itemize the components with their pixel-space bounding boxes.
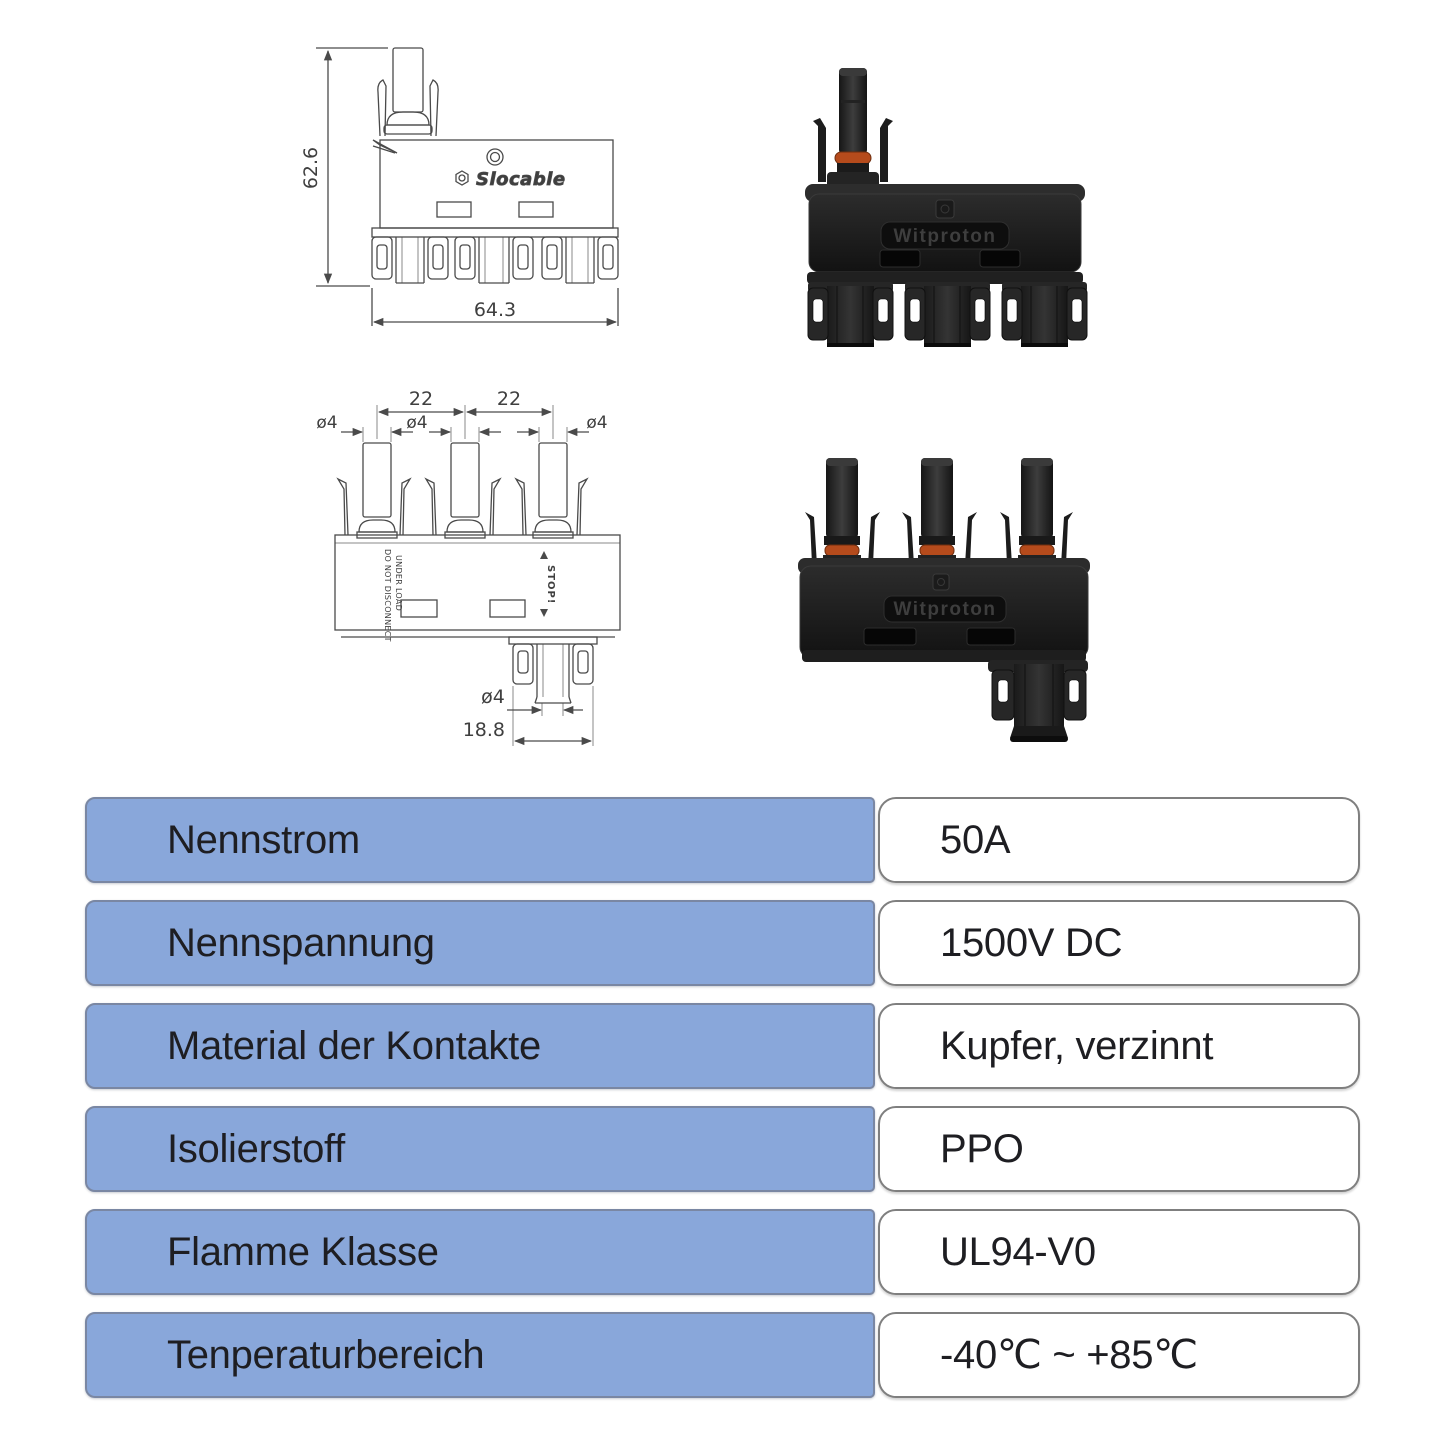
connector-outline-side: Slocable [371,47,619,284]
spec-label-cell: Flamme Klasse [85,1209,875,1295]
spec-label-cell: Material der Kontakte [85,1003,875,1089]
pin-dia-1-label: ø4 [316,413,337,433]
spec-row-temperaturbereich: Tenperaturbereich -40℃ ~ +85℃ [85,1312,1360,1398]
female-socket [988,660,1088,742]
latch-arm-left [813,118,826,182]
product-photo-3to1-connector: Witproton [798,458,1090,742]
connector-body: Witproton [798,558,1090,662]
spec-label: Nennstrom [167,817,360,862]
connector-outline-front: DO NOT DISCONNECT UNDER LOAD STOP! [334,442,621,704]
socket-width-label: 18.8 [463,719,505,741]
spec-label-cell: Tenperaturbereich [85,1312,875,1398]
spec-value-cell: UL94-V0 [878,1209,1360,1295]
stop-arrow-up-icon [540,551,548,559]
spec-row-nennspannung: Nennspannung 1500V DC [85,900,1360,986]
spec-value: 50A [940,817,1011,862]
spec-label-cell: Nennspannung [85,900,875,986]
stop-label: STOP! [545,565,556,604]
dimension-width: 64.3 [371,288,619,327]
spec-row-flammeklasse: Flamme Klasse UL94-V0 [85,1209,1360,1295]
technical-drawing-side-view: Slocable [300,47,619,327]
spec-value: UL94-V0 [940,1229,1096,1274]
socket-row-outline [371,236,619,284]
spec-label-cell: Isolierstoff [85,1106,875,1192]
spec-label: Nennspannung [167,920,435,965]
witproton-logo-mark [932,573,950,591]
spec-label: Flamme Klasse [167,1229,439,1274]
spec-label: Tenperaturbereich [167,1332,485,1377]
stop-arrow-down-icon [540,609,548,617]
pitch-dimensions: 22 22 [376,388,554,439]
spec-value-cell: Kupfer, verzinnt [878,1003,1360,1089]
slocable-brand-text: Slocable [476,169,566,190]
product-photo-1to3-connector: Witproton [805,68,1088,347]
spec-value: -40℃ ~ +85℃ [940,1333,1198,1377]
latch-arm-right [880,118,893,182]
dimension-height: 62.6 [300,47,388,287]
warning-text-line1: DO NOT DISCONNECT [383,549,392,642]
spec-value-cell: 1500V DC [878,900,1360,986]
female-sockets [807,282,1088,347]
spec-row-material: Material der Kontakte Kupfer, verzinnt [85,1003,1360,1089]
pin-dia-2-label: ø4 [406,413,427,433]
socket-width-dimension: 18.8 [463,686,594,746]
pin-dia-3-label: ø4 [586,413,607,433]
tuv-mark-icon [486,148,504,166]
spec-value: PPO [940,1126,1024,1171]
spec-value-cell: -40℃ ~ +85℃ [878,1312,1360,1398]
spec-label-cell: Nennstrom [85,797,875,883]
spec-value: 1500V DC [940,920,1123,965]
height-dim-label: 62.6 [300,147,322,189]
spec-value-cell: 50A [878,797,1360,883]
male-pin [834,68,872,175]
socket-dia-label: ø4 [481,686,505,708]
connector-body: Witproton [805,172,1085,284]
pin-diameter-dimensions: ø4 ø4 ø4 [316,413,608,442]
witproton-logo-mark [935,199,955,219]
slocable-logo-icon [455,170,469,186]
spec-value: Kupfer, verzinnt [940,1023,1214,1068]
latch-spikes [805,512,1073,565]
pitch-dim-1-label: 22 [409,388,433,410]
spec-row-nennstrom: Nennstrom 50A [85,797,1360,883]
witproton-brand-text: Witproton [893,226,996,247]
spec-label: Material der Kontakte [167,1023,541,1068]
witproton-brand-text: Witproton [893,599,996,620]
pitch-dim-2-label: 22 [497,388,521,410]
spec-value-cell: PPO [878,1106,1360,1192]
warning-text-line2: UNDER LOAD [394,555,403,611]
spec-row-isolierstoff: Isolierstoff PPO [85,1106,1360,1192]
spec-label: Isolierstoff [167,1126,345,1171]
technical-drawing-front-view: 22 22 ø4 ø4 ø4 [316,388,621,746]
width-dim-label: 64.3 [474,299,516,321]
